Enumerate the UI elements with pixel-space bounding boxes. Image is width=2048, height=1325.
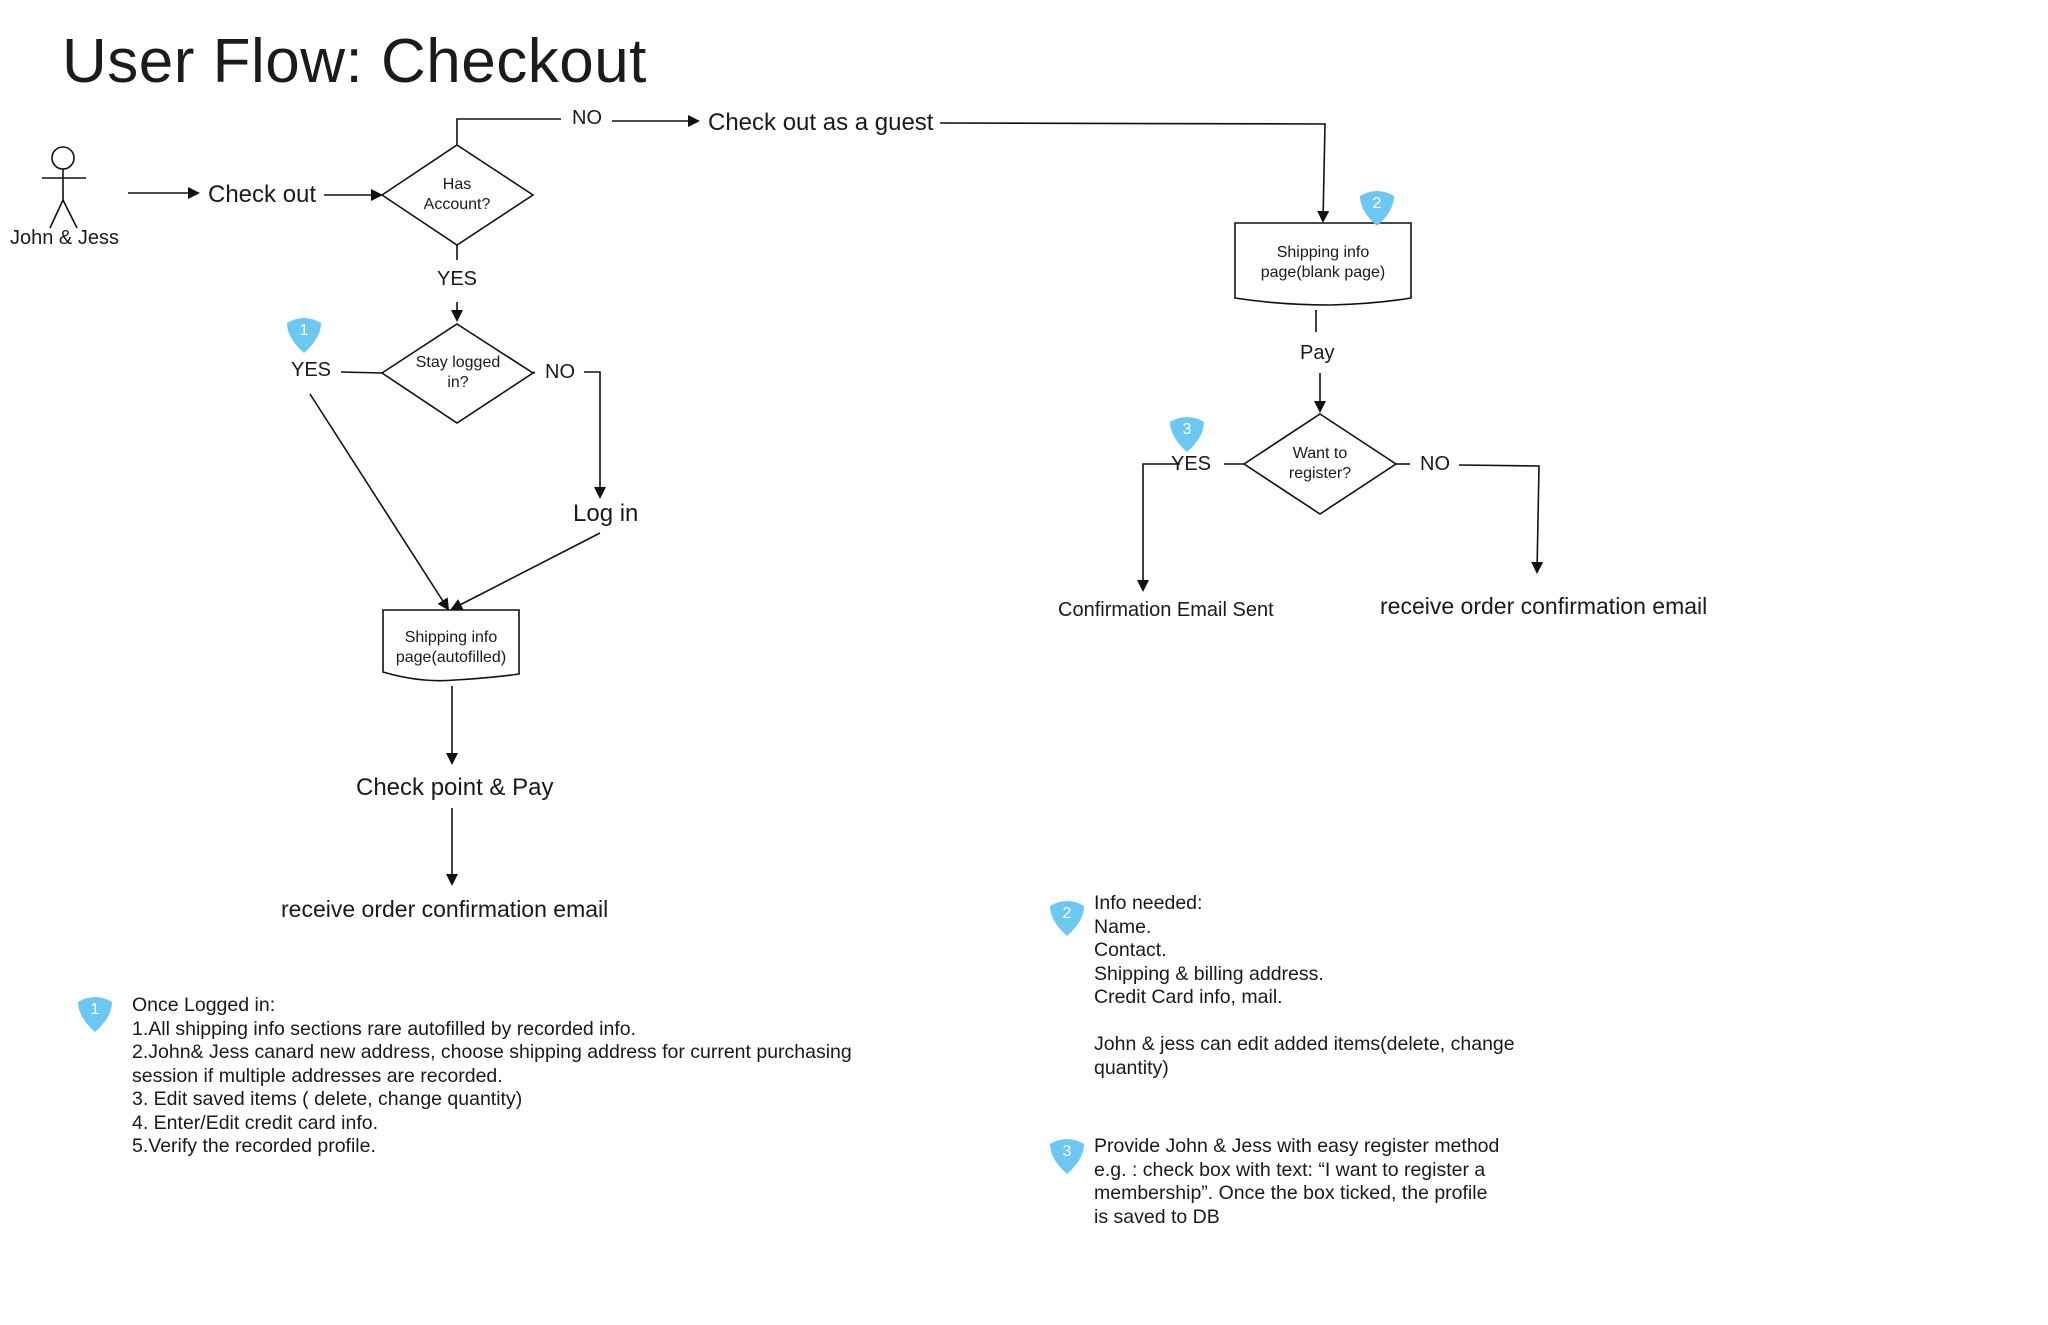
note-1-logged-in: Once Logged in: 1.All shipping info sect… [132,994,852,1157]
line-stay-logged-to-no [532,371,536,374]
page-title: User Flow: Checkout [62,27,647,96]
pay-label: Pay [1300,342,1335,364]
no-label-top: NO [572,107,602,129]
receive-confirmation-right: receive order confirmation email [1380,593,1708,619]
log-in-label: Log in [573,500,639,527]
note-marker-1-icon: 1 [284,313,324,359]
note-3-register-method: Provide John & Jess with easy register m… [1094,1135,1500,1228]
arrow-no-to-login [584,371,606,499]
arrow-login-to-shipping-autofilled [450,532,601,610]
check-out-label: Check out [208,181,317,208]
shipping-autofilled-document-shape [382,609,520,682]
actor-label: John & Jess [10,227,119,249]
want-register-decision-diamond [1242,413,1398,515]
line-has-account-to-no [456,118,561,145]
yes-label-stay-logged: YES [291,359,332,381]
has-account-decision-diamond [380,144,535,246]
line-stay-logged-to-yes [340,371,383,374]
note-2-info-needed: Info needed: Name. Contact. Shipping & b… [1094,892,1515,1079]
note-marker-3-icon: 3 [1167,412,1207,458]
arrow-yes-to-shipping-autofilled [309,393,450,611]
yes-label-has-account: YES [437,268,478,290]
arrow-guest-to-shipping-blank [939,122,1330,223]
note-3-marker-icon: 3 [1047,1134,1087,1180]
note-1-marker-icon: 1 [75,992,115,1038]
confirmation-email-sent-label: Confirmation Email Sent [1058,599,1274,621]
shipping-blank-document-shape [1234,222,1412,306]
yes-label-register: YES [1171,453,1212,475]
no-label-register: NO [1420,453,1450,475]
arrow-no-to-receive-right [1458,464,1544,574]
arrow-yes-to-confirmation [1137,463,1180,592]
actor-stick-figure [42,146,86,229]
stay-logged-decision-diamond [380,323,535,424]
note-marker-2-icon: 2 [1357,186,1397,232]
receive-confirmation-left: receive order confirmation email [281,896,609,922]
guest-checkout-label: Check out as a guest [708,109,934,136]
note-2-marker-icon: 2 [1047,896,1087,942]
no-label-stay-logged: NO [545,361,575,383]
check-point-pay-label: Check point & Pay [356,774,554,801]
